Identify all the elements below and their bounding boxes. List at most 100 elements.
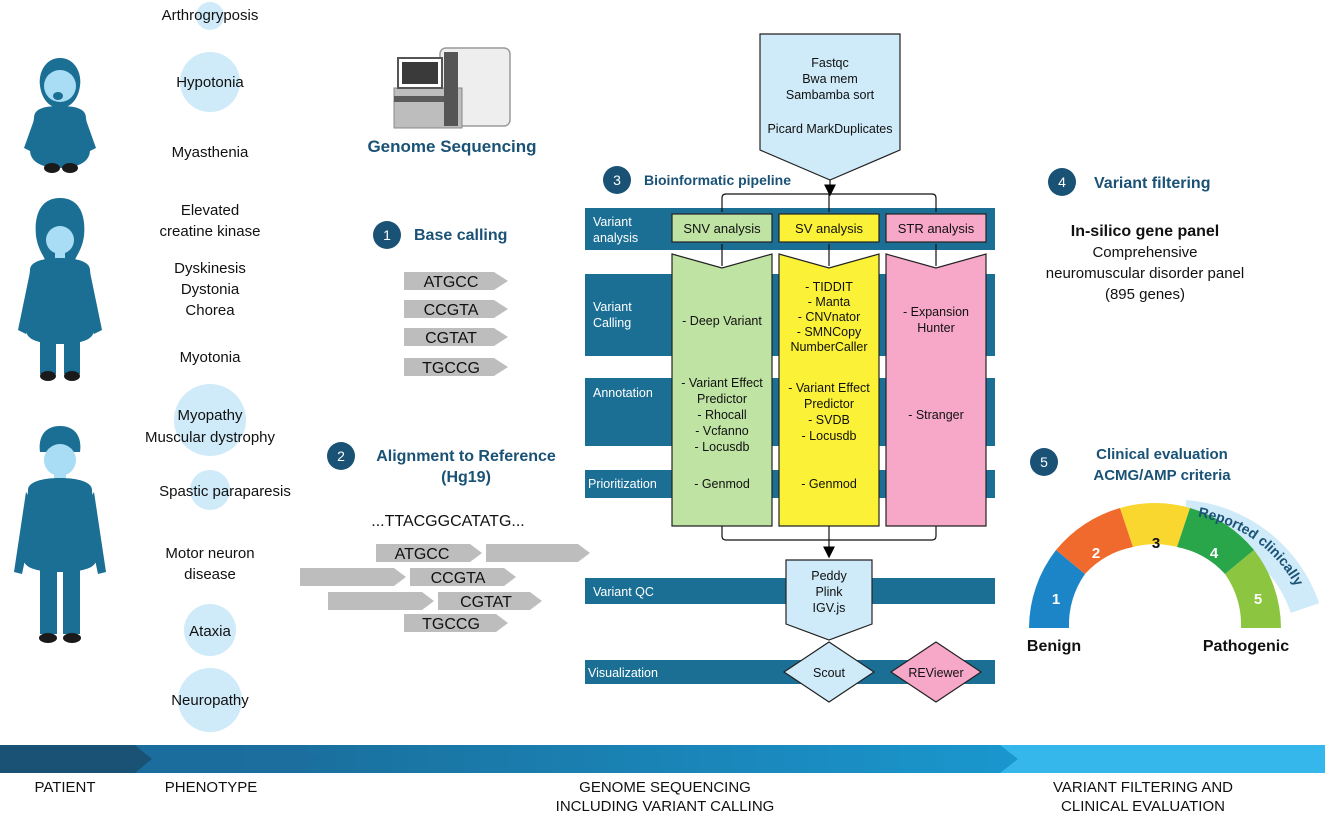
row-label-variant-analysis-1: Variant (593, 215, 632, 229)
sv-analysis-header (778, 213, 880, 243)
sv-calling-4: - SMNCopy (797, 325, 862, 339)
str-column (885, 253, 987, 527)
class-5-label: 5 (1254, 591, 1262, 608)
phenotype-myotonia: Myotonia (180, 349, 242, 366)
step2-number: 2 (337, 448, 345, 464)
sv-calling-5: NumberCaller (790, 340, 867, 354)
timeline-bar (0, 745, 1325, 773)
phenotype-bubbles (174, 2, 246, 732)
str-calling-2: Hunter (917, 321, 955, 335)
sequencer-icon (393, 47, 511, 129)
step5-badge (1030, 448, 1058, 476)
snv-analysis-title: SNV analysis (683, 221, 761, 236)
tool-sambamba: Sambamba sort (786, 88, 875, 102)
phenotype-muscular-dystrophy: Muscular dystrophy (145, 429, 276, 446)
baby-icon (24, 58, 96, 173)
class-2-label: 2 (1092, 545, 1100, 562)
class-2-segment (1056, 508, 1133, 574)
snv-annot-5: - Locusdb (695, 440, 750, 454)
snv-annot-4: - Vcfanno (695, 424, 749, 438)
timeline-genome-line1: GENOME SEQUENCING (579, 779, 751, 796)
step3-number: 3 (613, 172, 621, 188)
phenotype-mnd-line2: disease (184, 566, 236, 583)
aligned-read-3: CGTAT (460, 594, 512, 611)
benign-label: Benign (1027, 638, 1081, 655)
gene-panel-desc-1: Comprehensive (1092, 244, 1197, 261)
row-label-variant-analysis-2: analysis (593, 231, 638, 245)
acmg-gauge (1029, 500, 1320, 628)
sv-calling-3: - CNVnator (798, 310, 861, 324)
str-annot-1: - Stranger (908, 408, 964, 422)
timeline-genome-line2: INCLUDING VARIANT CALLING (556, 798, 775, 815)
sv-analysis-title: SV analysis (795, 221, 863, 236)
read-4: TGCCG (422, 360, 480, 377)
class-3-label: 3 (1152, 535, 1160, 552)
viz-reviewer: REViewer (908, 666, 963, 680)
phenotype-neuropathy: Neuropathy (171, 692, 249, 709)
snv-prioritization: - Genmod (694, 477, 750, 491)
sv-annot-1: - Variant Effect (788, 381, 870, 395)
str-analysis-title: STR analysis (898, 221, 975, 236)
row-label-variant-qc: Variant QC (593, 585, 654, 599)
timeline-patient: PATIENT (34, 779, 95, 796)
man-icon (14, 426, 106, 643)
pathogenic-label: Pathogenic (1203, 638, 1289, 655)
class-5-segment (1225, 550, 1281, 628)
sv-prioritization: - Genmod (801, 477, 857, 491)
step1-number: 1 (383, 227, 391, 243)
aligned-read-2: CCGTA (431, 570, 486, 587)
row-label-visualization: Visualization (588, 666, 658, 680)
step2-label-line1: Alignment to Reference (376, 448, 556, 465)
gene-panel-desc-2: neuromuscular disorder panel (1046, 265, 1244, 282)
step2-badge (327, 442, 355, 470)
step3-badge (603, 166, 631, 194)
aligned-reads (300, 544, 590, 632)
class-4-segment (1177, 508, 1254, 574)
aligned-read-1: ATGCC (395, 546, 450, 563)
snv-annot-1: - Variant Effect (681, 376, 763, 390)
step3-label: Bioinformatic pipeline (644, 172, 791, 188)
gene-panel-desc-3: (895 genes) (1105, 286, 1185, 303)
read-arrows (404, 272, 508, 376)
gene-panel-title: In-silico gene panel (1071, 223, 1219, 240)
qc-peddy: Peddy (811, 569, 847, 583)
class-3-segment (1120, 503, 1190, 547)
phenotype-list: Arthrogryposis Hypotonia Myasthenia Elev… (145, 7, 291, 709)
reference-sequence: ...TTACGGCATATG... (371, 513, 524, 530)
sv-annot-2: Predictor (804, 397, 854, 411)
viz-scout: Scout (813, 666, 845, 680)
step4-number: 4 (1058, 174, 1066, 190)
qc-igv: IGV.js (813, 601, 846, 615)
str-calling-1: - Expansion (903, 305, 969, 319)
aligned-read-4: TGCCG (422, 616, 480, 633)
tool-bwa-mem: Bwa mem (802, 72, 858, 86)
row-label-annotation: Annotation (593, 386, 653, 400)
row-label-variant-calling-2: Calling (593, 316, 631, 330)
step1-badge (373, 221, 401, 249)
class-1-segment (1029, 550, 1085, 628)
timeline-filtering-line1: VARIANT FILTERING AND (1053, 779, 1233, 796)
class-1-label: 1 (1052, 591, 1060, 608)
snv-annot-2: Predictor (697, 392, 747, 406)
genome-sequencing-title: Genome Sequencing (367, 137, 536, 156)
step1-label: Base calling (414, 227, 507, 244)
class-4-label: 4 (1210, 545, 1219, 562)
timeline-phenotype: PHENOTYPE (165, 779, 258, 796)
step4-badge (1048, 168, 1076, 196)
read-2: CCGTA (424, 302, 479, 319)
step5-label-line1: Clinical evaluation (1096, 446, 1228, 463)
read-1: ATGCC (424, 274, 479, 291)
reviewer-diamond (889, 641, 983, 703)
snv-column (671, 253, 773, 527)
step5-label-line2: ACMG/AMP criteria (1093, 467, 1231, 484)
row-label-prioritization: Prioritization (588, 477, 657, 491)
phenotype-elevated-ck-line2: creatine kinase (160, 223, 261, 240)
qc-tools-box (785, 559, 873, 641)
qc-plink: Plink (815, 585, 843, 599)
phenotype-spastic-paraparesis: Spastic paraparesis (159, 483, 291, 500)
phenotype-myasthenia: Myasthenia (172, 144, 249, 161)
read-3: CGTAT (425, 330, 477, 347)
phenotype-ataxia: Ataxia (189, 623, 231, 640)
sv-calling-1: - TIDDIT (805, 280, 853, 294)
